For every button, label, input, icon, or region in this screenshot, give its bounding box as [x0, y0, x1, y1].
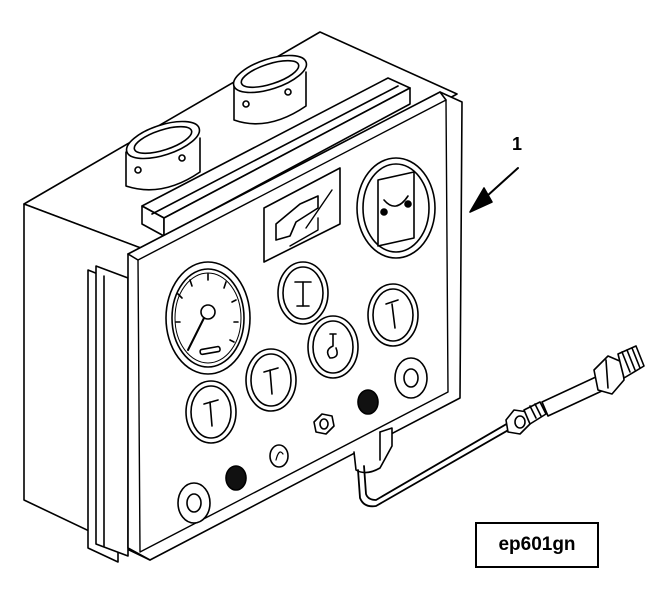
top-handle-left: [125, 120, 201, 191]
callout-number: 1: [512, 134, 523, 154]
figure-id-label: ep601gn: [475, 522, 599, 568]
bottom-fitting: [353, 427, 393, 474]
gauge-lower-left: [185, 380, 237, 444]
hex-nut: [313, 413, 335, 435]
sender-tube: [357, 421, 513, 508]
indicator-lamp-left: [225, 465, 247, 491]
small-knob: [269, 444, 289, 468]
large-gauge: [165, 261, 251, 375]
callout-arrow: [469, 167, 519, 213]
upper-right-gauge: [356, 157, 436, 259]
indicator-lamp-right: [357, 389, 379, 415]
switch-left: [177, 482, 211, 524]
top-rail: [141, 77, 411, 237]
gauge-right: [367, 283, 419, 347]
gauge-top-center: [277, 261, 329, 325]
sender-unit: [505, 345, 645, 435]
gauge-center: [307, 315, 359, 379]
gauge-mid-left: [245, 348, 297, 412]
logo-plate: [263, 167, 341, 263]
top-handle-right: [232, 54, 308, 125]
switch-right: [394, 357, 428, 399]
